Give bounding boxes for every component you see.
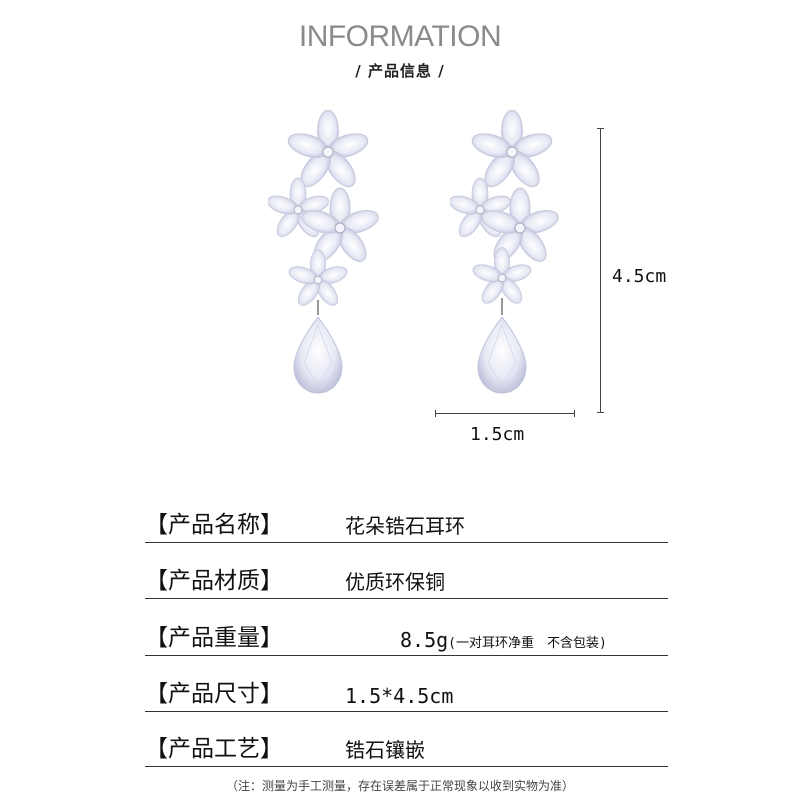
spec-row-craft: 【产品工艺】 锆石镶嵌	[145, 724, 668, 767]
height-dimension-line	[597, 128, 604, 413]
weight-note: (一对耳环净重 不含包装)	[448, 636, 607, 651]
earring-right-image	[450, 110, 562, 394]
spec-row-name: 【产品名称】 花朵锆石耳环	[145, 500, 668, 543]
spec-label: 【产品名称】	[145, 512, 283, 538]
weight-value: 8.5g	[400, 628, 449, 652]
spec-label: 【产品尺寸】	[145, 681, 283, 707]
spec-value: 锆石镶嵌	[345, 738, 425, 762]
height-dimension-label: 4.5cm	[612, 266, 667, 287]
spec-label: 【产品材质】	[145, 568, 283, 594]
width-dimension-line	[435, 410, 575, 417]
spec-value: 优质环保铜	[345, 570, 445, 594]
spec-value: 8.5g(一对耳环净重 不含包装)	[400, 628, 607, 652]
spec-value: 1.5*4.5cm	[345, 684, 454, 708]
spec-value: 花朵锆石耳环	[345, 514, 465, 538]
spec-row-size: 【产品尺寸】 1.5*4.5cm	[145, 669, 668, 712]
spec-row-material: 【产品材质】 优质环保铜	[145, 556, 668, 599]
spec-row-weight: 【产品重量】 8.5g(一对耳环净重 不含包装)	[145, 613, 668, 656]
measurement-footnote: （注：测量为手工测量，存在误差属于正常现象以收到实物为准）	[225, 779, 574, 793]
earring-left-image	[268, 110, 382, 394]
spec-label: 【产品工艺】	[145, 736, 283, 762]
page-title: INFORMATION	[298, 20, 502, 53]
spec-label: 【产品重量】	[145, 625, 283, 651]
width-dimension-label: 1.5cm	[470, 424, 525, 445]
page-subtitle: / 产品信息 /	[355, 62, 445, 80]
